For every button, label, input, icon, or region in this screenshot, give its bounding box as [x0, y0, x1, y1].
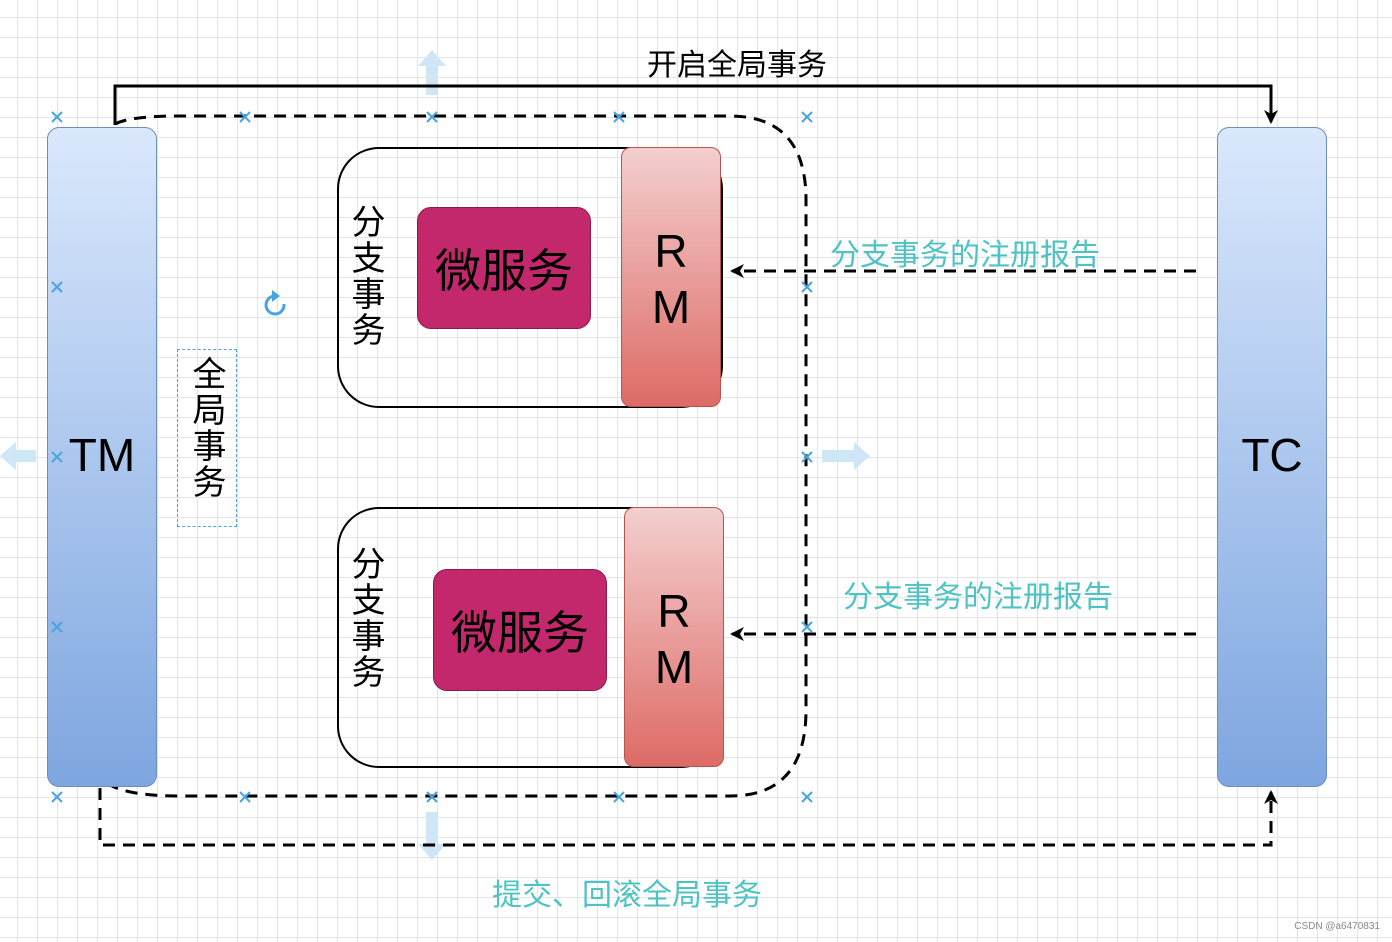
selection-handle-icon[interactable]: [801, 791, 813, 803]
tm-lane[interactable]: TM: [47, 127, 157, 787]
edge-label-register-branch-2: 分支事务的注册报告: [843, 580, 1113, 615]
selection-handles[interactable]: [51, 111, 813, 803]
global-transaction-label: 全局事务: [186, 356, 226, 500]
edge-commit-rollback[interactable]: [98, 788, 1278, 847]
edge-label-commit-rollback: 提交、回滚全局事务: [492, 878, 762, 913]
rm-label-2-line1: R: [657, 585, 691, 637]
edge-label-open-global: 开启全局事务: [647, 48, 827, 83]
microservice-label-2: 微服务: [451, 606, 589, 660]
rm-label-1-line2: M: [651, 281, 691, 333]
rm-box-2[interactable]: R M: [624, 507, 724, 767]
global-transaction-label-box[interactable]: 全局事务: [177, 349, 237, 527]
edge-open-global[interactable]: [113, 84, 1278, 125]
selection-handle-icon[interactable]: [239, 111, 251, 123]
selection-handle-icon[interactable]: [801, 451, 813, 463]
microservice-box-1[interactable]: 微服务: [417, 207, 591, 329]
branch-transaction-box-1[interactable]: [337, 147, 723, 408]
microservice-box-2[interactable]: 微服务: [433, 569, 607, 691]
rotate-handle-icon[interactable]: [264, 290, 286, 316]
rm-label-2-line2: M: [654, 641, 694, 693]
selection-handle-icon[interactable]: [239, 791, 251, 803]
selection-handle-icon[interactable]: [801, 621, 813, 633]
selection-handle-icon[interactable]: [51, 791, 63, 803]
branch-transaction-label-1: 分支事务: [345, 204, 385, 348]
rm-box-1[interactable]: R M: [621, 147, 721, 407]
tm-label: TM: [68, 429, 136, 481]
branch-transaction-label-2: 分支事务: [345, 546, 385, 690]
microservice-label-1: 微服务: [435, 244, 573, 298]
selection-handle-icon[interactable]: [51, 111, 63, 123]
selection-handle-icon[interactable]: [801, 281, 813, 293]
selection-handle-icon[interactable]: [613, 791, 625, 803]
selection-handle-icon[interactable]: [801, 111, 813, 123]
selection-handle-icon[interactable]: [426, 791, 438, 803]
watermark: CSDN @a6470831: [1294, 921, 1380, 932]
tc-label: TC: [1241, 429, 1303, 481]
selection-handle-icon[interactable]: [51, 451, 63, 463]
selection-handle-icon[interactable]: [51, 621, 63, 633]
edge-label-register-branch-1: 分支事务的注册报告: [830, 238, 1100, 273]
rm-label-1-line1: R: [654, 225, 688, 277]
selection-hint-arrows: [0, 50, 870, 860]
tc-lane[interactable]: TC: [1217, 127, 1327, 787]
selection-handle-icon[interactable]: [426, 111, 438, 123]
selection-handle-icon[interactable]: [613, 111, 625, 123]
selection-handle-icon[interactable]: [51, 281, 63, 293]
